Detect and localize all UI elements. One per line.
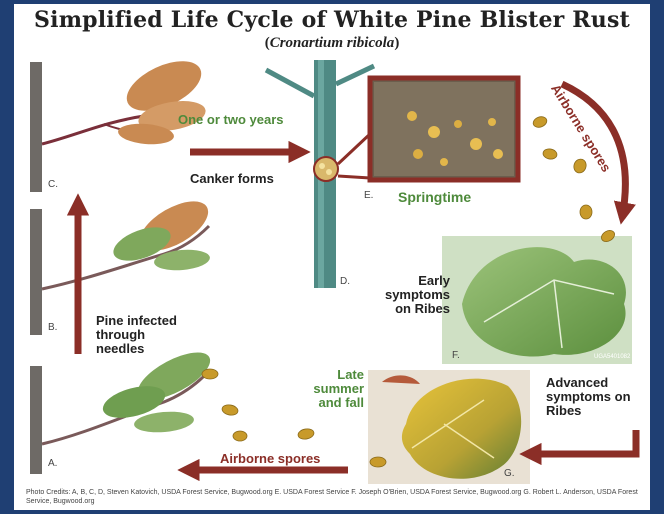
arrow-ribes-early-to-advanced (526, 430, 636, 454)
label-pine-infected: Pine infected through needles (96, 314, 182, 356)
label-late-summer-fall: Late summer and fall (310, 368, 364, 410)
photo-letter-g: G. (504, 468, 515, 479)
diagram-card: Simplified Life Cycle of White Pine Blis… (14, 4, 650, 510)
label-airborne-spores-bottom: Airborne spores (220, 452, 320, 466)
label-one-or-two-years: One or two years (178, 113, 283, 127)
label-early-symptoms: Early symptoms on Ribes (380, 274, 450, 316)
trunk-canker-photo-d (266, 60, 374, 288)
label-springtime: Springtime (398, 190, 471, 204)
photo-credits: Photo Credits: A, B, C, D, Steven Katovi… (26, 488, 638, 506)
label-advanced-symptoms: Advanced symptoms on Ribes (546, 376, 642, 418)
image-code: UGA5401082 (594, 354, 630, 360)
pine-branch-a-photo (30, 343, 217, 474)
photo-letter-e: E. (364, 190, 373, 201)
photo-letter-b: B. (48, 322, 57, 333)
photo-letter-d: D. (340, 276, 350, 287)
ribes-leaf-photo-g (368, 370, 530, 484)
photo-letter-f: F. (452, 350, 460, 361)
label-canker-forms: Canker forms (190, 172, 274, 186)
ribes-leaf-photo-f (442, 236, 632, 364)
photo-letter-c: C. (48, 179, 58, 190)
photo-letter-a: A. (48, 458, 57, 469)
spore-closeup-photo-e (338, 78, 518, 180)
diagram-graphics (14, 4, 650, 510)
